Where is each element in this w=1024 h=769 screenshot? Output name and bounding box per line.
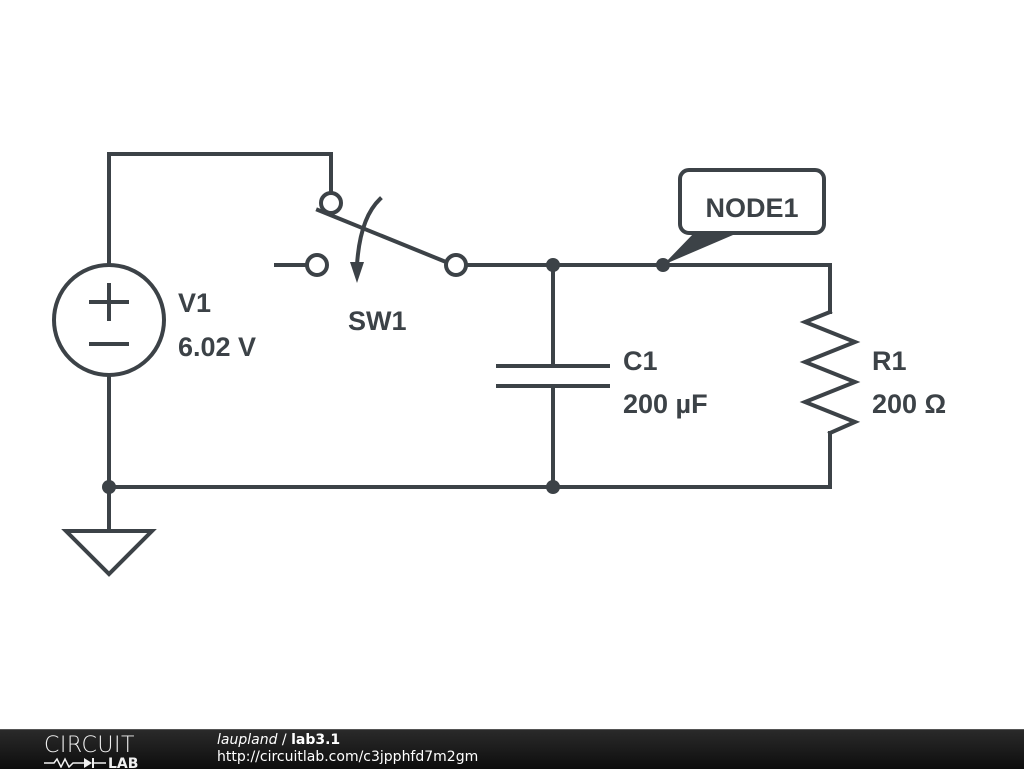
switch-blade: [315, 207, 449, 265]
wire-top-rail[interactable]: [466, 263, 832, 314]
arrowhead-icon: [350, 262, 364, 283]
node-label-box: [678, 168, 826, 235]
c1-value-label: 200 µF: [623, 389, 708, 419]
switch-toggle-arrow-icon: [354, 196, 383, 268]
logo-text-lab: LAB: [108, 756, 138, 768]
wire-bottom-rail[interactable]: [107, 431, 832, 489]
junction-dot: [546, 258, 560, 272]
junctions: [102, 258, 670, 494]
circuit-meta: laupland / lab3.1 http://circuitlab.com/…: [217, 732, 478, 766]
voltage-source-v1[interactable]: V1 6.02 V: [52, 263, 256, 377]
ground-icon[interactable]: [61, 529, 157, 577]
r1-name-label: R1: [872, 346, 907, 376]
sw1-name-label: SW1: [348, 306, 407, 336]
c1-name-label: C1: [623, 346, 658, 376]
circuit-url-link[interactable]: http://circuitlab.com/c3jpphfd7m2gm: [217, 749, 479, 765]
logo-diode-icon: [84, 758, 92, 768]
voltage-source-circle: [52, 263, 166, 377]
v1-name-label: V1: [178, 288, 211, 318]
node-label-pointer: [663, 232, 740, 265]
switch-terminal-top: [319, 191, 343, 215]
logo-text-circuit: CIRCUIT: [44, 733, 135, 758]
capacitor-c1[interactable]: C1 200 µF: [496, 346, 708, 419]
separator: /: [277, 732, 292, 748]
wire-v1-to-switch-top[interactable]: [107, 152, 333, 266]
junction-dot: [546, 480, 560, 494]
author-link[interactable]: laupland: [217, 732, 278, 748]
project-name-link[interactable]: lab3.1: [291, 732, 341, 748]
junction-dot: [102, 480, 116, 494]
node-label-node1[interactable]: NODE1: [663, 168, 826, 265]
circuitlab-logo[interactable]: CIRCUIT LAB: [44, 732, 176, 768]
wires: [107, 152, 832, 532]
node-label-text: NODE1: [705, 193, 798, 223]
switch-sw1[interactable]: SW1: [305, 191, 468, 336]
r1-value-label: 200 Ω: [872, 389, 946, 419]
switch-terminal-common: [444, 253, 468, 277]
resistor-r1[interactable]: R1 200 Ω: [799, 309, 946, 436]
logo-resistor-icon: [44, 757, 84, 768]
resistor-zigzag: [799, 309, 861, 436]
circuit-schematic: V1 6.02 V SW1 C1 200 µF R1 200 Ω NODE1: [52, 152, 946, 577]
footer-bar: CIRCUIT LAB laupland / lab3.1 http://cir…: [0, 729, 1024, 769]
switch-terminal-left: [305, 253, 329, 277]
v1-value-label: 6.02 V: [178, 332, 256, 362]
